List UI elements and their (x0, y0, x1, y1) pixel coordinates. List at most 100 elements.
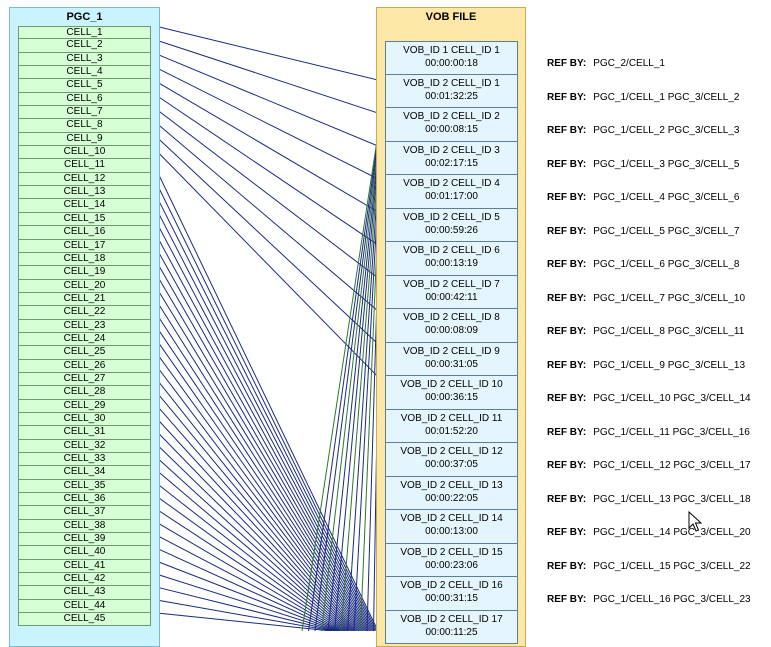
pgc-cell[interactable]: CELL_27 (18, 372, 151, 387)
pgc-cell[interactable]: CELL_8 (18, 119, 151, 133)
pgc-cell[interactable]: CELL_6 (18, 92, 151, 107)
pgc-cell[interactable]: CELL_34 (18, 466, 151, 480)
link-line (150, 91, 385, 250)
link-line (150, 64, 385, 183)
link-line (150, 265, 368, 631)
pgc-cell[interactable]: CELL_42 (18, 573, 151, 587)
pgc-cell[interactable]: CELL_28 (18, 386, 151, 400)
ref-by-value: PGC_1/CELL_2 PGC_3/CELL_3 (593, 125, 740, 136)
pgc-cell[interactable]: CELL_26 (18, 359, 151, 373)
pgc-cell[interactable]: CELL_11 (18, 159, 151, 173)
link-line (150, 411, 353, 631)
ref-by-label: REF BY: (547, 192, 587, 203)
vob-cell-time: 00:00:23:06 (425, 559, 478, 571)
vob-file-title: VOB FILE (425, 11, 477, 23)
vob-cell-id: VOB_ID 2 CELL_ID 10 (400, 379, 503, 390)
pgc-cell[interactable]: CELL_17 (18, 239, 151, 253)
pgc-cell[interactable]: CELL_25 (18, 346, 151, 360)
pgc-cell[interactable]: CELL_5 (18, 79, 151, 93)
ref-by-label: REF BY: (547, 225, 587, 237)
ref-by-row: REF BY:PGC_1/CELL_6 PGC_3/CELL_8 (547, 258, 751, 292)
pgc-cell[interactable]: CELL_33 (18, 453, 151, 467)
pgc-cell[interactable]: CELL_15 (18, 212, 151, 227)
pgc-cell[interactable]: CELL_44 (18, 599, 151, 614)
ref-by-value: PGC_1/CELL_7 PGC_3/CELL_10 (593, 292, 746, 304)
pgc-cell[interactable]: CELL_12 (18, 172, 151, 187)
pgc-cell[interactable]: CELL_41 (18, 559, 151, 574)
pgc-cell[interactable]: CELL_24 (18, 332, 151, 347)
ref-by-label: REF BY: (547, 292, 587, 304)
pgc-cell[interactable]: CELL_20 (18, 279, 151, 293)
vob-cell-id: VOB_ID 2 CELL_ID 9 (403, 345, 500, 357)
ref-by-row: REF BY:PGC_1/CELL_12 PGC_3/CELL_17 (547, 459, 751, 493)
vob-cell-id: VOB_ID 2 CELL_ID 1 (403, 77, 500, 89)
pgc-cell[interactable]: CELL_31 (18, 426, 151, 440)
ref-by-label: REF BY: (547, 393, 587, 404)
link-line (150, 505, 343, 631)
pgc-cell[interactable]: CELL_22 (18, 306, 151, 320)
pgc-cell[interactable]: CELL_1 (18, 26, 151, 40)
pgc-cell[interactable]: CELL_14 (18, 199, 151, 213)
pgc-cell[interactable]: CELL_40 (18, 546, 151, 560)
pgc-cell[interactable]: CELL_43 (18, 586, 151, 600)
pgc-cell[interactable]: CELL_29 (18, 399, 151, 413)
pgc-cell[interactable]: CELL_2 (18, 39, 151, 53)
vob-cell-id: VOB_ID 2 CELL_ID 6 (403, 245, 500, 256)
ref-by-value: PGC_1/CELL_15 PGC_3/CELL_22 (593, 560, 751, 572)
link-line (150, 318, 362, 631)
link-line (150, 425, 351, 631)
pgc-cell[interactable]: CELL_38 (18, 519, 151, 534)
pgc-cell[interactable]: CELL_13 (18, 186, 151, 200)
pgc-cell[interactable]: CELL_7 (18, 106, 151, 120)
link-line (150, 198, 375, 631)
pgc-cell[interactable]: CELL_18 (18, 252, 151, 267)
vob-cell-id: VOB_ID 2 CELL_ID 7 (403, 278, 500, 290)
pgc-cell[interactable]: CELL_23 (18, 319, 151, 333)
vob-cell-id: VOB_ID 2 CELL_ID 8 (403, 312, 500, 323)
pgc-cell[interactable]: CELL_39 (18, 533, 151, 547)
pgc-cell[interactable]: CELL_21 (18, 292, 151, 307)
link-line (150, 211, 373, 631)
pgc-cell[interactable]: CELL_32 (18, 439, 151, 453)
pgc-cell[interactable]: CELL_16 (18, 226, 151, 240)
ref-by-value: PGC_1/CELL_13 PGC_3/CELL_18 (593, 493, 751, 505)
pgc-cell[interactable]: CELL_10 (18, 146, 151, 160)
vob-cell-time: 00:01:17:00 (425, 191, 478, 202)
link-line (150, 291, 365, 631)
pgc-cell[interactable]: CELL_9 (18, 132, 151, 147)
pgc-cell[interactable]: CELL_36 (18, 493, 151, 507)
link-line (308, 109, 383, 631)
pgc-cell[interactable]: CELL_30 (18, 412, 151, 427)
pgc-cell[interactable]: CELL_3 (18, 52, 151, 67)
pgc-cell[interactable]: CELL_37 (18, 506, 151, 520)
pgc-cell[interactable]: CELL_45 (18, 613, 151, 627)
vob-cell-id: VOB_ID 2 CELL_ID 15 (400, 546, 503, 558)
ref-by-value: PGC_1/CELL_4 PGC_3/CELL_6 (593, 192, 740, 203)
pgc-cell[interactable]: CELL_35 (18, 479, 151, 494)
pgc-cell[interactable]: CELL_19 (18, 266, 151, 280)
pgc-cell[interactable]: CELL_4 (18, 66, 151, 80)
link-line (150, 184, 376, 631)
